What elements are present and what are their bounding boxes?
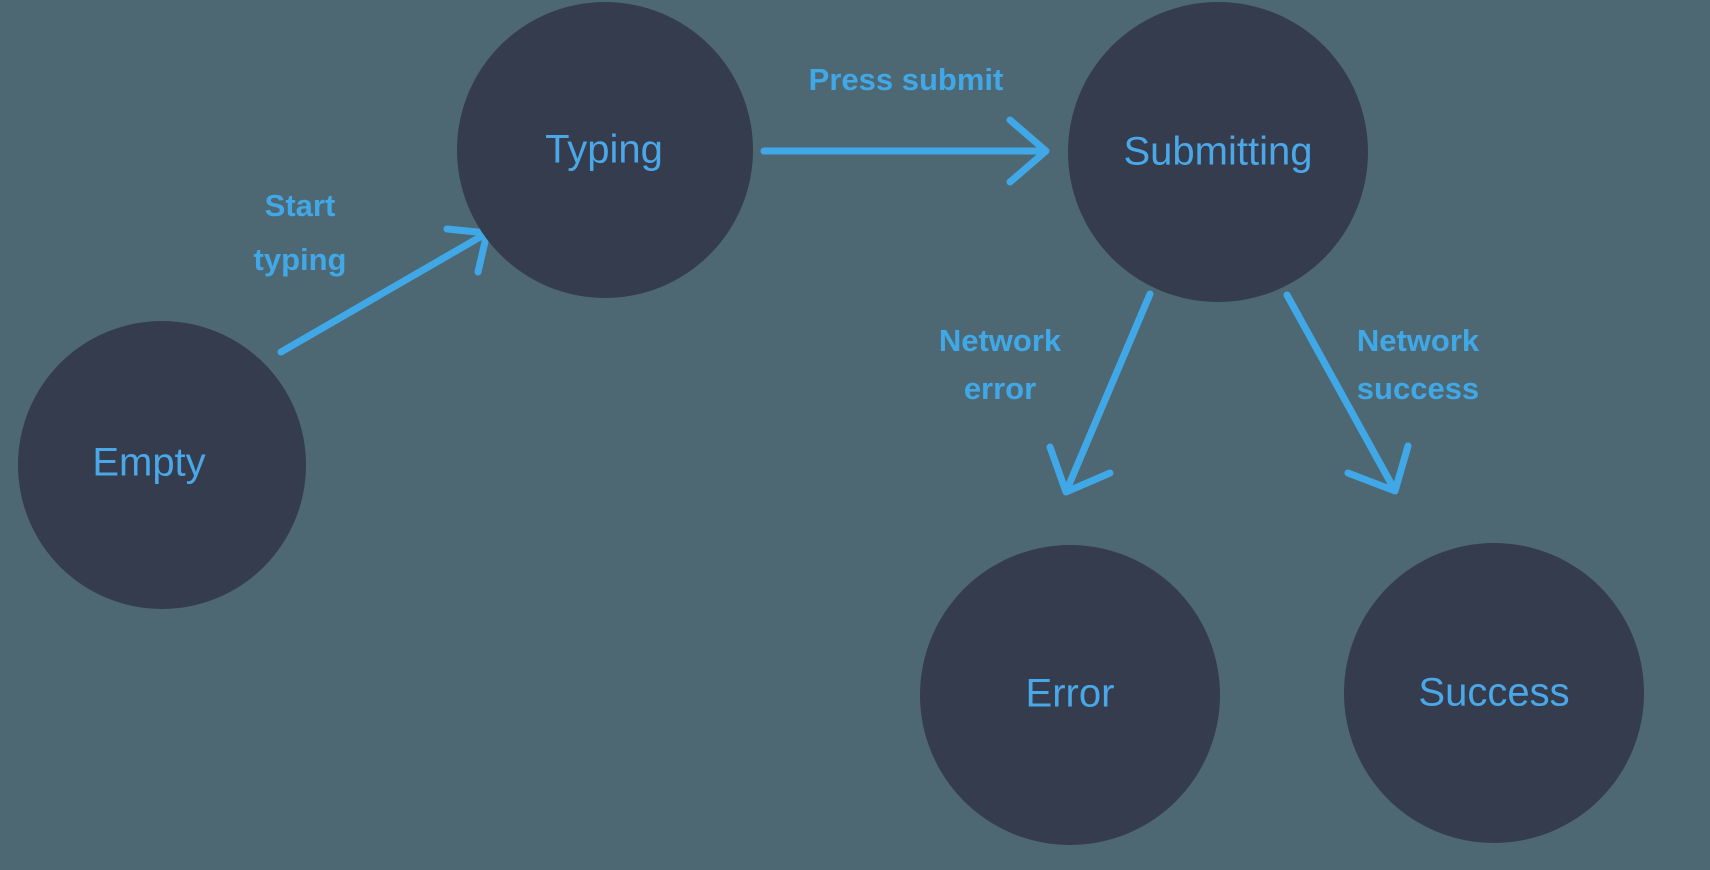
edge-label-network-success-line2: success [1357, 371, 1479, 406]
edge-submitting-to-error-line [1064, 290, 1154, 491]
edge-label-press-submit: Press submit [809, 62, 1004, 97]
edge-empty-to-typing-line [277, 229, 491, 356]
edge-typing-to-submitting[interactable] [760, 116, 1050, 186]
node-typing[interactable]: Typing [457, 2, 753, 298]
node-empty-circle [18, 321, 306, 609]
edge-label-start-typing-line1: Start [265, 188, 336, 223]
node-error-circle [920, 545, 1220, 845]
node-error[interactable]: Error [920, 545, 1220, 845]
node-error-label: Error [1026, 672, 1115, 716]
edge-label-start-typing-line2: typing [254, 242, 347, 277]
node-empty[interactable]: Empty [18, 321, 306, 609]
edge-submitting-to-success-arrowhead [1344, 442, 1412, 495]
node-empty-label: Empty [92, 441, 205, 485]
node-success[interactable]: Success [1344, 543, 1644, 843]
node-submitting-label: Submitting [1124, 130, 1313, 174]
node-submitting[interactable]: Submitting [1068, 2, 1368, 302]
edge-typing-to-submitting-arrowhead [1006, 116, 1050, 186]
edge-submitting-to-success-line [1283, 291, 1397, 491]
node-success-label: Success [1418, 671, 1569, 715]
edge-label-network-error-line1: Network [939, 323, 1062, 358]
edge-submitting-to-error[interactable] [1046, 290, 1154, 496]
node-typing-label: Typing [545, 128, 663, 172]
edge-submitting-to-error-arrowhead [1046, 443, 1114, 496]
node-typing-circle [457, 2, 753, 298]
edge-label-network-success-line1: Network [1357, 323, 1480, 358]
edge-label-network-error-line2: error [964, 371, 1036, 406]
node-submitting-circle [1068, 2, 1368, 302]
node-success-circle [1344, 543, 1644, 843]
edge-submitting-to-success[interactable] [1283, 291, 1412, 495]
